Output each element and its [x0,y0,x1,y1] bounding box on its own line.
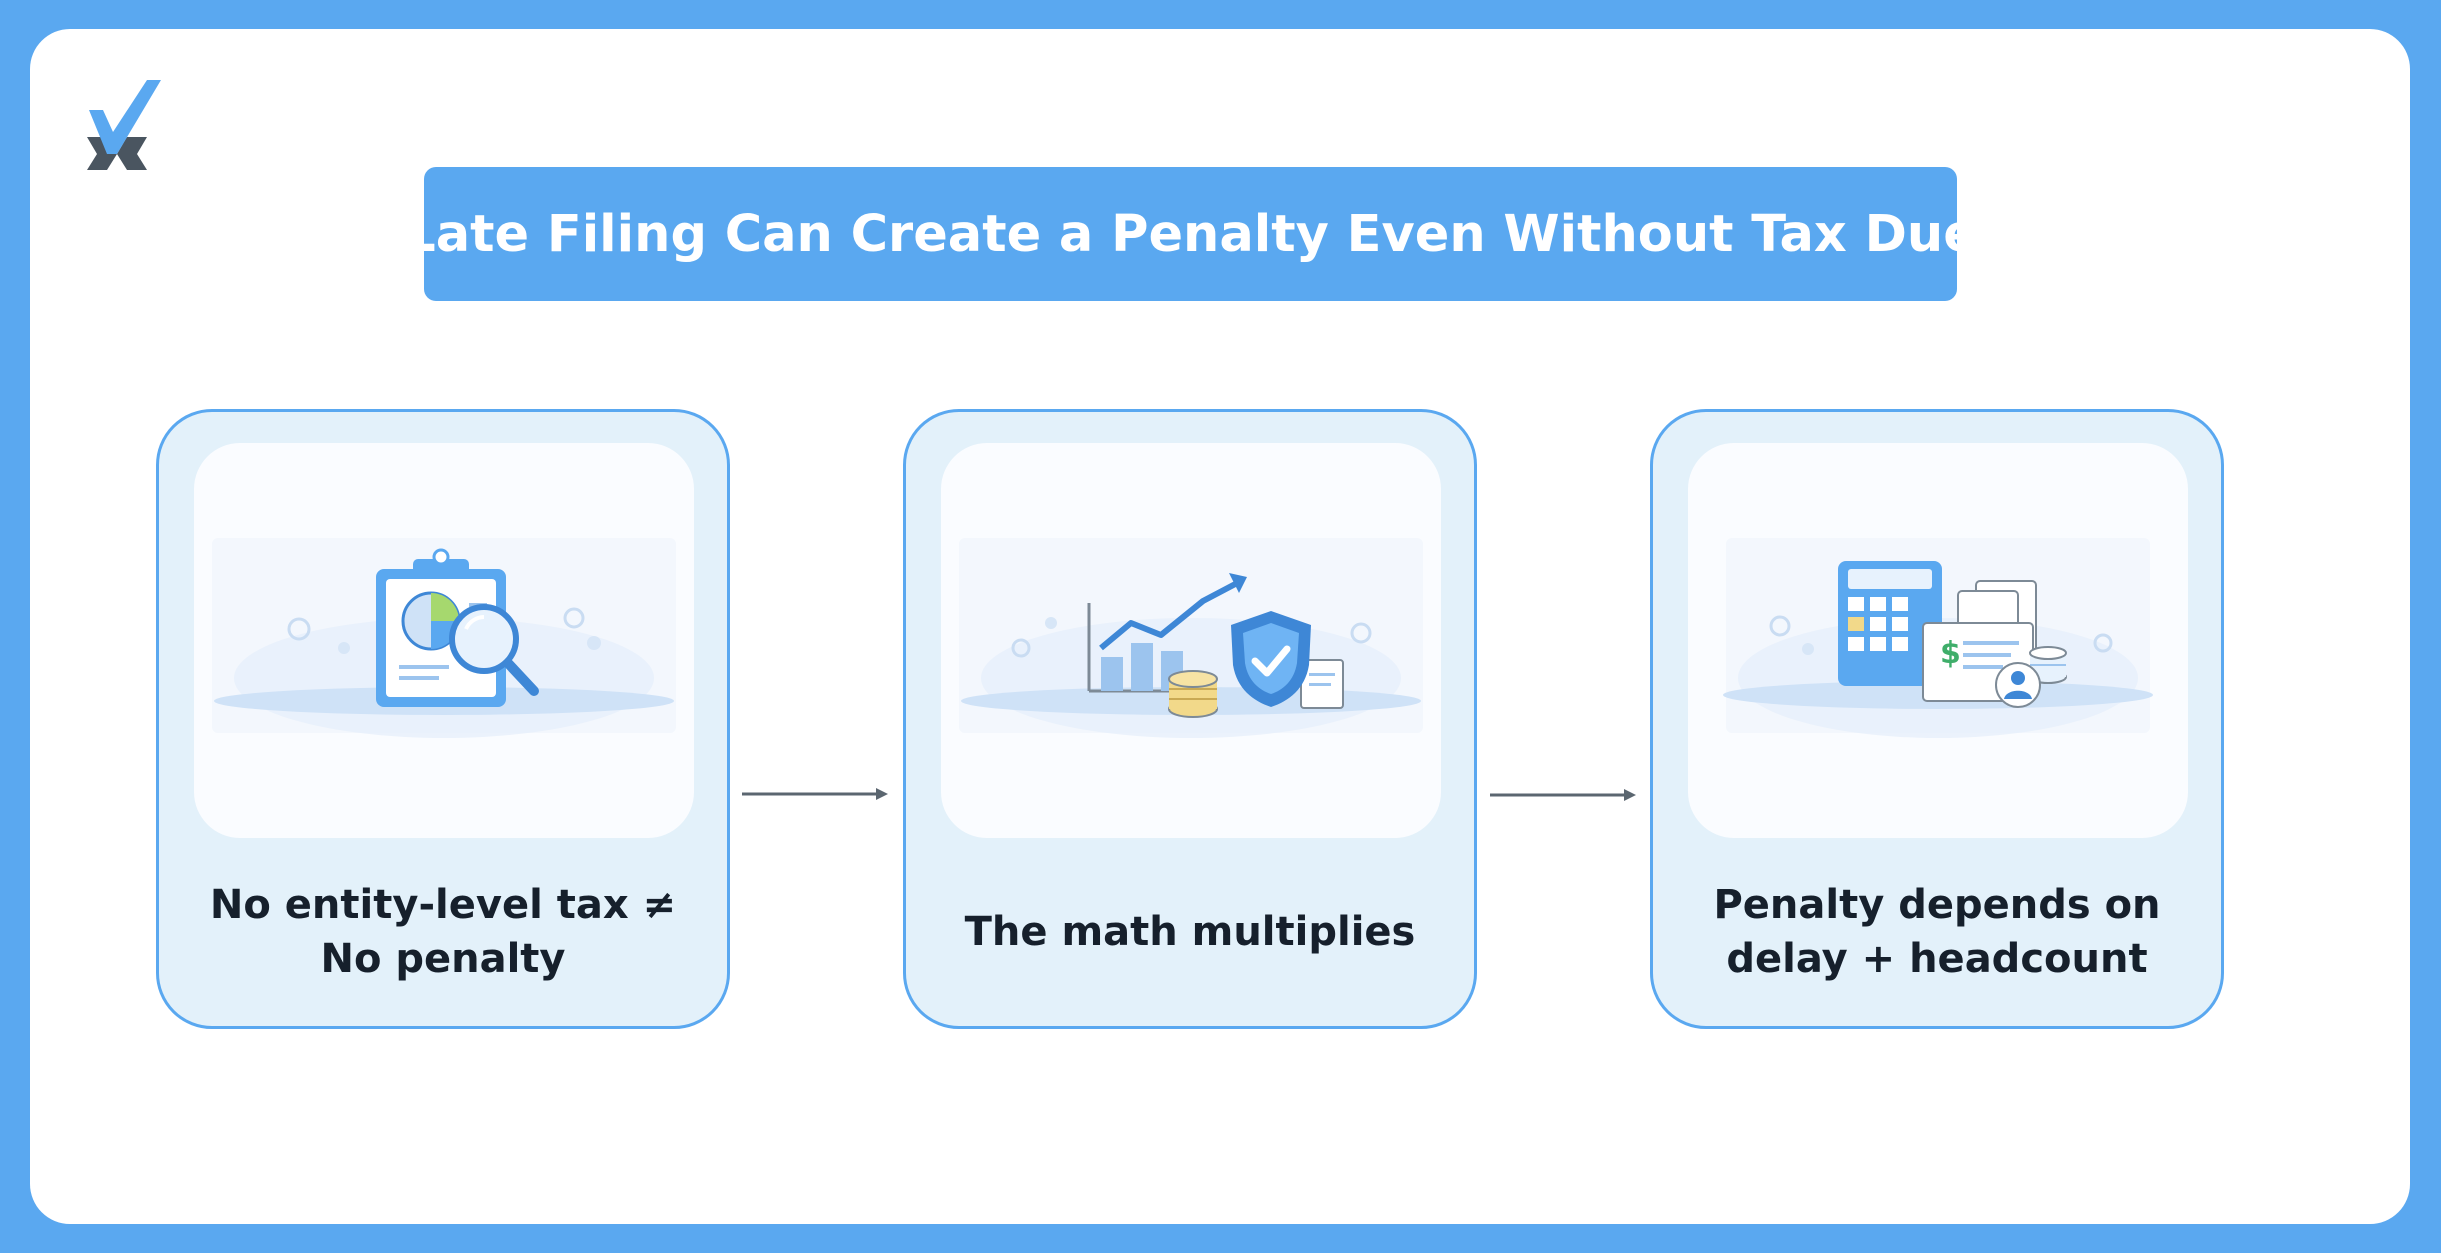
arrow-right-icon [742,788,888,800]
step-3-label: Penalty depends on delay + headcount [1713,882,2161,982]
calculator-documents-icon: $ [1723,538,2153,738]
arrow-right-icon [1490,789,1636,801]
step-2-label: The math multiplies [964,909,1416,955]
step-card-3: $ Penalty depends on delay + headcount [1650,409,2224,1029]
step-card-1: No entity-level tax ≠ No penalty [156,409,730,1029]
svg-text:$: $ [1940,636,1961,671]
clipboard-magnifier-icon [212,538,676,738]
growth-chart-shield-icon [959,538,1423,738]
step-3-illustration-panel: $ [1688,443,2188,838]
step-card-2: The math multiplies [903,409,1477,1029]
brand-logo-icon [87,80,161,170]
title-banner: Late Filing Can Create a Penalty Even Wi… [403,167,1978,301]
page-title: Late Filing Can Create a Penalty Even Wi… [403,204,1978,264]
step-2-illustration-panel [941,443,1441,838]
step-1-illustration-panel [194,443,694,838]
step-1-label: No entity-level tax ≠ No penalty [209,882,677,982]
